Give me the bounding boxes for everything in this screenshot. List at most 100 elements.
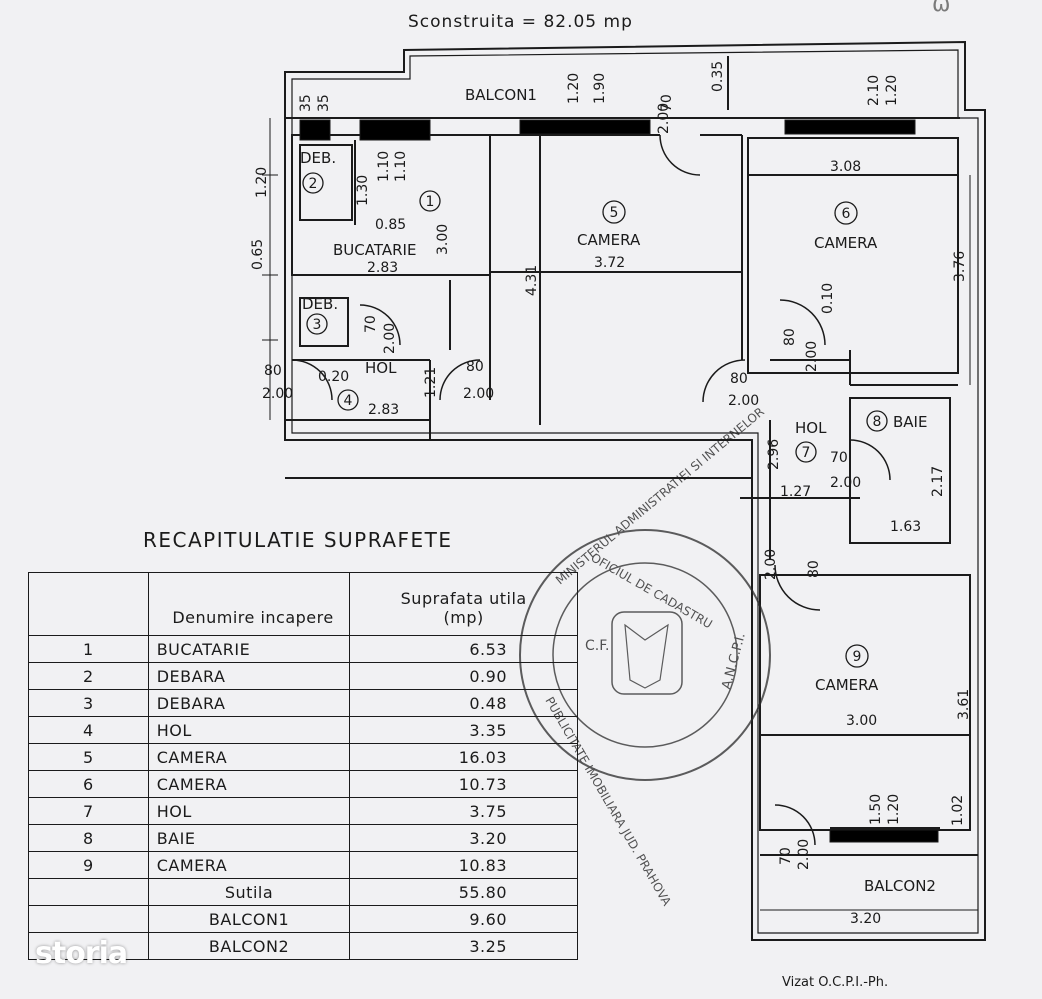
row-nr: 1 [28,635,149,663]
row-name: BAIE [147,824,351,852]
recap-title: RECAPITULATIE SUPRAFETE [143,528,453,552]
row-name: DEBARA [147,662,351,690]
dim-210: 2.10 [866,75,882,106]
dim-70-deb3: 70 [363,315,379,333]
dim-296: 2.96 [766,439,782,470]
room-4-name: HOL [365,359,397,377]
row-name: CAMERA [147,770,351,798]
total-area: 55.80 [349,878,578,906]
room-5-number: 5 [610,205,619,221]
dim-80-hol7: 80 [730,371,748,387]
row-nr: 3 [28,689,149,717]
room-6-name: CAMERA [814,234,878,252]
dim-010: 0.10 [820,283,836,314]
dim-200-balcon2: 2.00 [796,839,812,870]
dim-376: 3.76 [952,251,968,282]
dim-300-cam9: 3.00 [846,713,877,729]
row-area: 16.03 [349,743,578,771]
row-name: BUCATARIE [147,635,351,663]
door-room5 [439,359,481,401]
dim-200-hol7: 2.00 [728,393,759,409]
row-nr: 8 [28,824,149,852]
row-area: 3.75 [349,797,578,825]
dim-217: 2.17 [930,466,946,497]
room-1-number: 1 [426,194,435,210]
dim-80-room6: 80 [782,328,798,346]
door-balcon1 [659,134,701,176]
room-9-number: 9 [853,649,862,665]
room-8-name: BAIE [893,413,927,431]
row-area: 10.73 [349,770,578,798]
row-nr: 2 [28,662,149,690]
balcon2-label: BALCON2 [864,877,936,895]
door-baie [849,439,891,481]
dim-80-cam9: 80 [806,560,822,578]
header-area-label: Suprafata utila [400,589,527,608]
storia-watermark: storia [35,936,128,971]
room-7-name: HOL [795,419,827,437]
row-nr: 7 [28,797,149,825]
row-name: DEBARA [147,689,351,717]
header-nr [28,572,149,636]
total-area: 9.60 [349,905,578,933]
dim-200-top: 2.00 [656,103,672,134]
room-8-number: 8 [873,414,882,430]
dim-200-left: 2.00 [262,386,293,402]
row-name: HOL [147,797,351,825]
total-blank [28,878,149,906]
room-3-number: 3 [313,317,322,333]
debara-2-outline [299,144,353,221]
outer-wall [284,40,986,941]
total-area: 3.25 [349,932,578,960]
dim-70-top: 70 [659,94,675,112]
stamp-line-anc: A.N.C.P.I. [719,631,748,691]
row-area: 3.20 [349,824,578,852]
corner-handwriting: ω [932,0,951,17]
dim-200-cam9: 2.00 [763,549,779,580]
door-room9 [774,564,821,611]
dim-130: 1.30 [355,175,371,206]
debara-3-outline [299,297,349,347]
dim-35a: 35 [298,94,314,112]
room-6-number: 6 [842,206,851,222]
total-label: BALCON2 [147,932,351,960]
row-area: 3.35 [349,716,578,744]
dim-163: 1.63 [890,519,921,535]
total-blank [28,905,149,933]
dim-110a: 1.10 [376,151,392,182]
dim-085: 0.85 [375,217,406,233]
dim-200-baie: 2.00 [830,475,861,491]
dim-200-mid: 2.00 [463,386,494,402]
row-area: 0.90 [349,662,578,690]
header-area-unit: (mp) [443,608,484,627]
dim-200-room6: 2.00 [804,341,820,372]
dim-80-mid: 80 [466,359,484,375]
header-name: Denumire incapere [147,572,351,636]
door-deb3 [359,304,401,346]
dim-121: 1.21 [423,367,439,398]
row-area: 10.83 [349,851,578,879]
baie-outline [849,397,951,544]
stamp-center: C.F. [585,638,609,654]
dim-431: 4.31 [524,265,540,296]
dim-320: 3.20 [850,911,881,927]
dim-80-left: 80 [264,363,282,379]
row-name: HOL [147,716,351,744]
dim-065: 0.65 [250,239,266,270]
door-hol7 [702,359,746,403]
row-nr: 4 [28,716,149,744]
room-2-name: DEB. [300,149,336,167]
row-name: CAMERA [147,743,351,771]
dim-300: 3.00 [435,224,451,255]
